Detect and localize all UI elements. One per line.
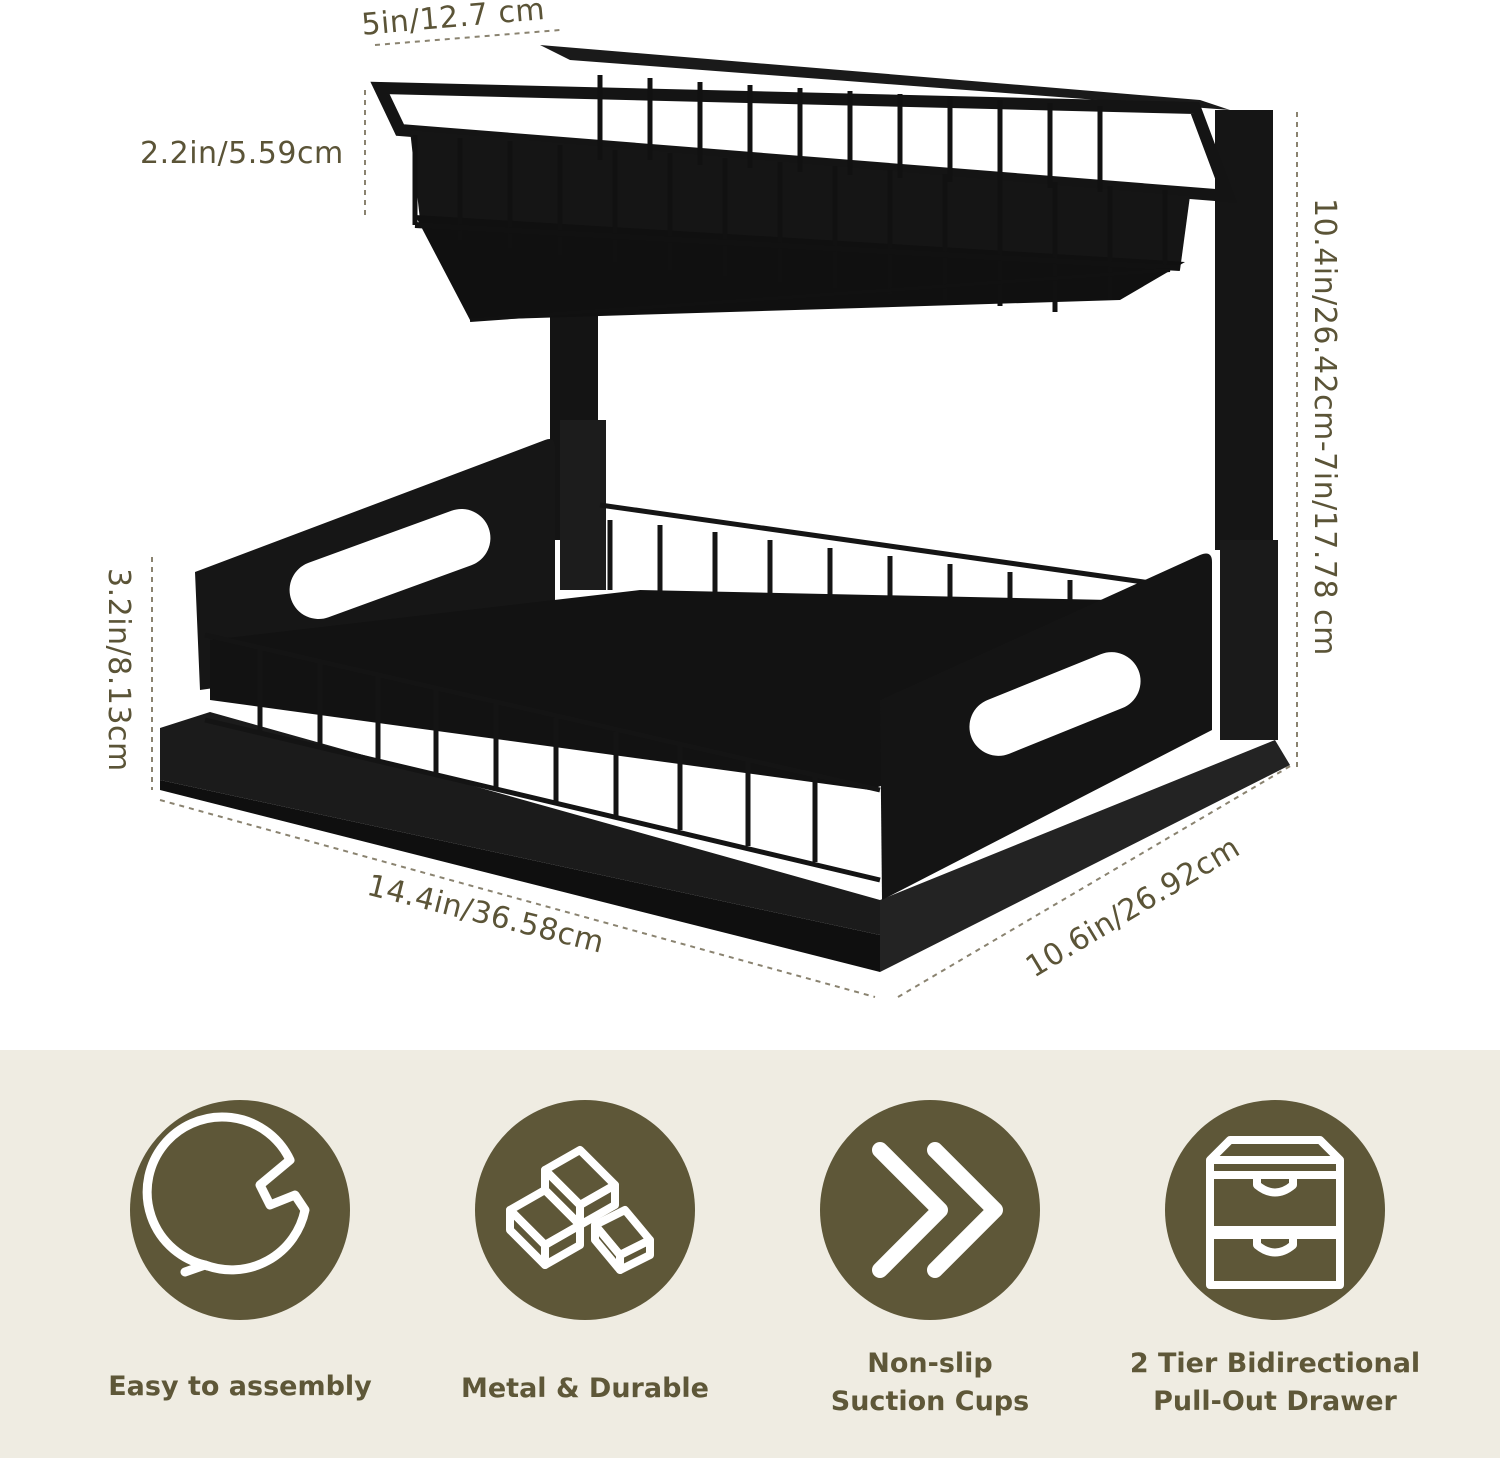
feature-badge: [820, 1100, 1040, 1320]
feature-badge: [130, 1100, 350, 1320]
dimension-lines: [151, 29, 1298, 998]
feature-non-slip: Non-slip Suction Cups: [780, 1050, 1080, 1458]
dim-bottom-height: 3.2in/8.13cm: [101, 568, 136, 772]
feature-drawer: 2 Tier Bidirectional Pull-Out Drawer: [1125, 1050, 1425, 1458]
product-image-area: 5in/12.7 cm 2.2in/5.59cm 10.4in/26.42cm-…: [101, 0, 1342, 998]
bottom-drawer: [160, 439, 1290, 972]
feature-label: Non-slip Suction Cups: [780, 1345, 1080, 1421]
feature-label-line: Easy to assembly: [108, 1371, 372, 1402]
drawer-icon: [1206, 1136, 1344, 1289]
feature-label-line: Non-slip: [867, 1348, 993, 1379]
top-basket: [370, 45, 1237, 322]
feature-label-line: Suction Cups: [830, 1386, 1030, 1417]
feature-easy-assembly: Easy to assembly: [90, 1050, 390, 1458]
metal-bars-icon: [506, 1146, 654, 1274]
dim-top-height: 2.2in/5.59cm: [140, 136, 344, 171]
feature-badge: [1165, 1100, 1385, 1320]
feature-label: Easy to assembly: [90, 1368, 390, 1406]
features-band: Easy to assembly Metal & Durable: [0, 1050, 1500, 1458]
feature-badge: [475, 1100, 695, 1320]
feature-label-line: 2 Tier Bidirectional: [1129, 1348, 1421, 1379]
feature-label: Metal & Durable: [435, 1370, 735, 1408]
feature-label-line: Metal & Durable: [461, 1373, 709, 1404]
sink-organizer-illustration: [151, 29, 1298, 998]
double-chevron-icon: [872, 1142, 1003, 1278]
feature-label: 2 Tier Bidirectional Pull-Out Drawer: [1125, 1345, 1425, 1421]
feature-metal-durable: Metal & Durable: [435, 1050, 735, 1458]
feature-label-line: Pull-Out Drawer: [1153, 1386, 1397, 1417]
dim-total-height: 10.4in/26.42cm-7in/17.78 cm: [1307, 198, 1342, 656]
wrench-icon: [142, 1112, 310, 1277]
